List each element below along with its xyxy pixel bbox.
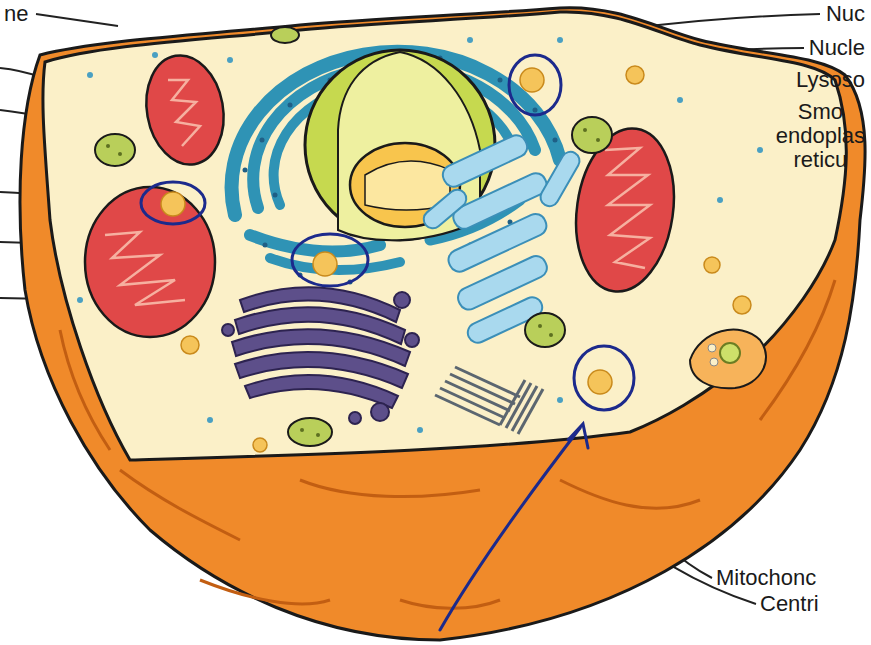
part-label: Nucle bbox=[809, 36, 865, 60]
hand-annotation bbox=[141, 55, 634, 630]
part-label: Smo endoplas reticu bbox=[776, 100, 865, 173]
part-label: Centri bbox=[760, 592, 819, 616]
part-label: Mitochonc bbox=[716, 566, 816, 590]
part-label: ne bbox=[4, 2, 28, 26]
part-label: Lysoso bbox=[796, 68, 865, 92]
centriole-symbol bbox=[435, 367, 543, 434]
part-label: Nuc bbox=[826, 2, 865, 26]
